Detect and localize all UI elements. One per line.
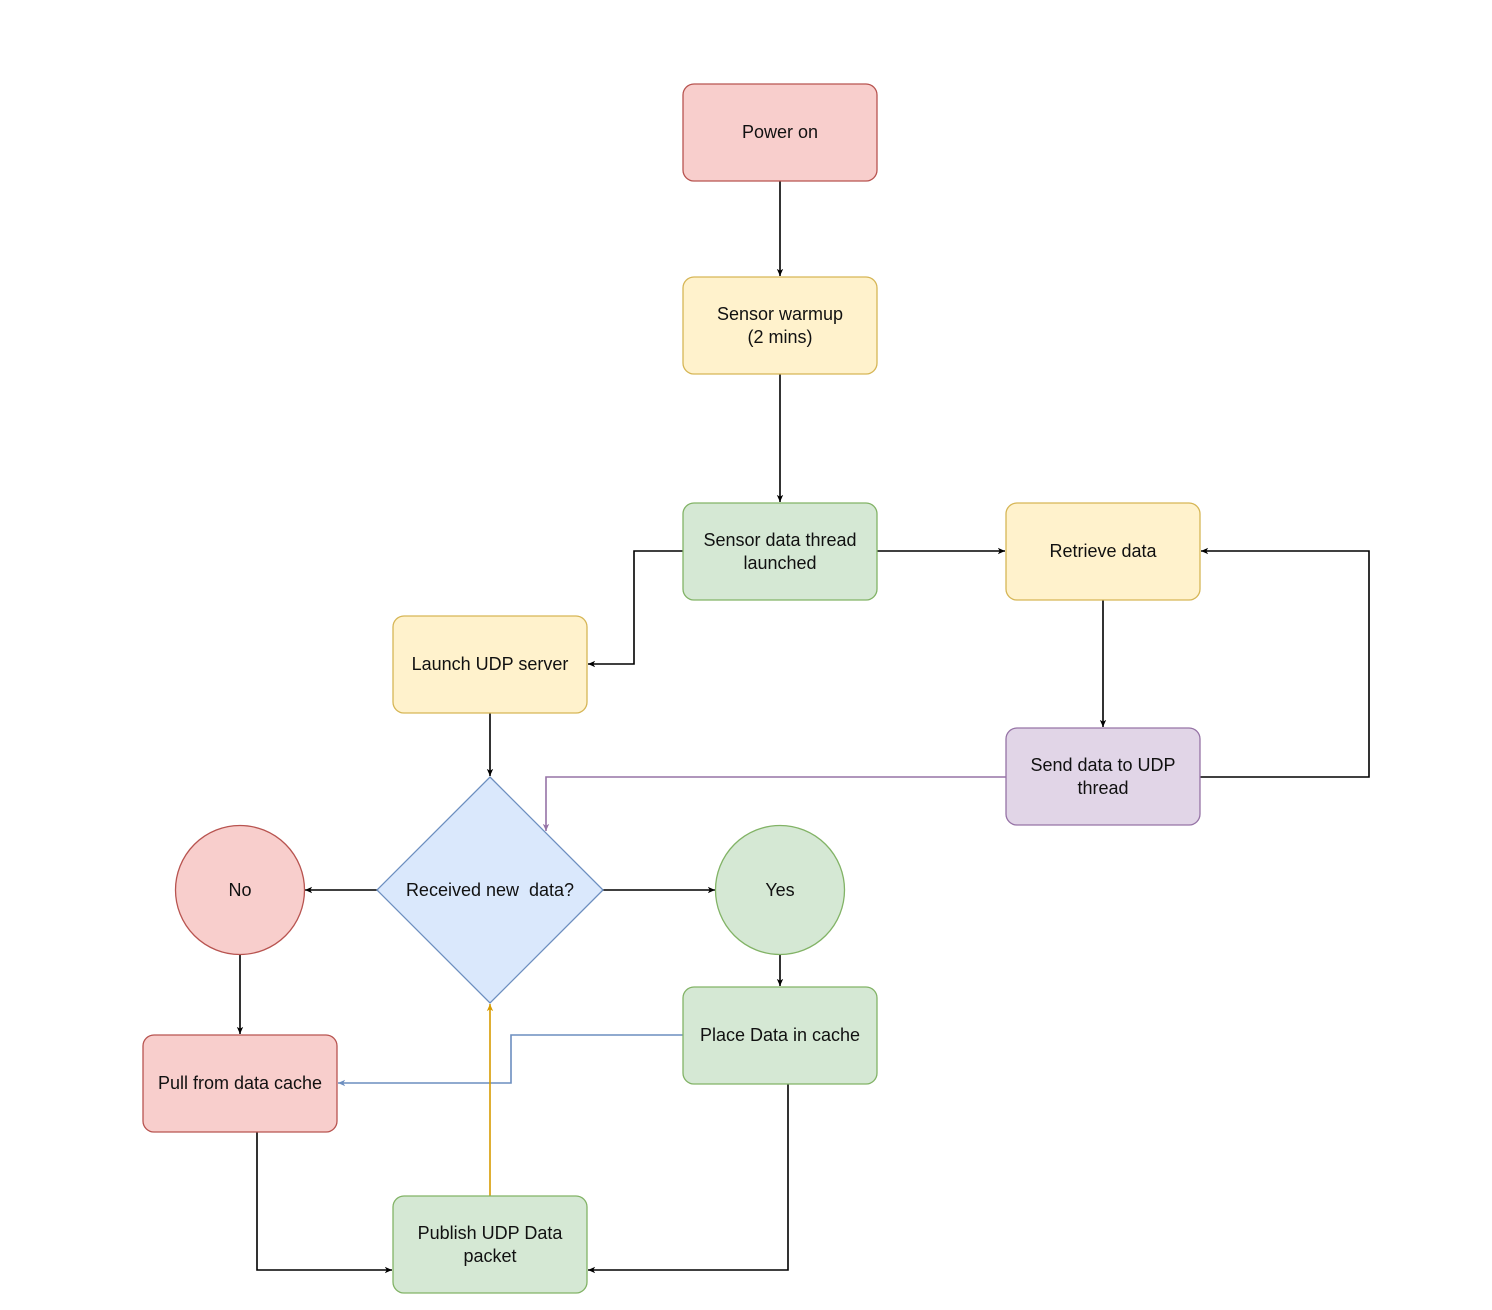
node-launch-udp-label: Launch UDP server xyxy=(412,654,569,674)
node-sensor-warmup-shape xyxy=(682,276,878,375)
node-launch-udp-shape xyxy=(392,615,588,714)
node-power-on-label: Power on xyxy=(742,122,818,142)
node-publish-udp-shape xyxy=(392,1195,588,1294)
edge-pull-cache-to-publish-udp xyxy=(256,1132,392,1274)
node-sensor-warmup[interactable]: Sensor warmup (2 mins) xyxy=(682,276,878,375)
node-sensor-thread[interactable]: Sensor data thread launched xyxy=(682,502,878,601)
edge-place-cache-to-pull-cache xyxy=(338,1034,683,1087)
node-publish-udp-label-line-1: Publish UDP Data xyxy=(418,1223,564,1243)
node-received-new-data[interactable]: Received new data? xyxy=(376,776,604,1004)
node-received-new-data-label: Received new data? xyxy=(406,880,574,900)
edge-sensor-thread-to-launch-udp xyxy=(588,550,683,668)
node-power-on-shape xyxy=(682,83,878,182)
node-send-data[interactable]: Send data to UDP thread xyxy=(1005,727,1201,826)
node-no[interactable]: No xyxy=(174,824,306,956)
node-publish-udp-label-line-2: packet xyxy=(463,1246,516,1266)
node-retrieve-data[interactable]: Retrieve data xyxy=(1005,502,1201,601)
node-pull-cache[interactable]: Pull from data cache xyxy=(142,1034,338,1133)
node-sensor-thread-shape xyxy=(682,502,878,601)
node-yes-shape xyxy=(714,824,846,956)
node-yes[interactable]: Yes xyxy=(714,824,846,956)
node-yes-label: Yes xyxy=(765,880,794,900)
node-retrieve-data-shape xyxy=(1005,502,1201,601)
nodes-layer: Power on Sensor warmup (2 mins) Sensor d… xyxy=(142,83,1201,1294)
node-sensor-warmup-label-line-1: Sensor warmup xyxy=(717,304,843,324)
node-sensor-thread-label-line-2: launched xyxy=(743,553,816,573)
edge-send-data-to-retrieve-data xyxy=(1200,547,1370,778)
node-launch-udp[interactable]: Launch UDP server xyxy=(392,615,588,714)
edge-place-cache-to-publish-udp xyxy=(588,1083,789,1274)
edge-send-data-to-received-new xyxy=(542,776,1006,831)
node-power-on[interactable]: Power on xyxy=(682,83,878,182)
node-pull-cache-shape xyxy=(142,1034,338,1133)
edges-layer xyxy=(236,181,1370,1274)
node-sensor-warmup-label-line-2: (2 mins) xyxy=(747,327,812,347)
node-send-data-label-line-2: thread xyxy=(1077,778,1128,798)
node-publish-udp[interactable]: Publish UDP Data packet xyxy=(392,1195,588,1294)
node-no-shape xyxy=(174,824,306,956)
node-place-cache-shape xyxy=(682,986,878,1085)
node-send-data-label-line-1: Send data to UDP xyxy=(1030,755,1175,775)
node-retrieve-data-label: Retrieve data xyxy=(1049,541,1157,561)
node-send-data-shape xyxy=(1005,727,1201,826)
node-received-new-data-shape xyxy=(376,776,604,1004)
node-no-label: No xyxy=(228,880,251,900)
node-pull-cache-label: Pull from data cache xyxy=(158,1073,322,1093)
node-place-cache-label: Place Data in cache xyxy=(700,1025,860,1045)
node-sensor-thread-label-line-1: Sensor data thread xyxy=(703,530,856,550)
node-place-cache[interactable]: Place Data in cache xyxy=(682,986,878,1085)
